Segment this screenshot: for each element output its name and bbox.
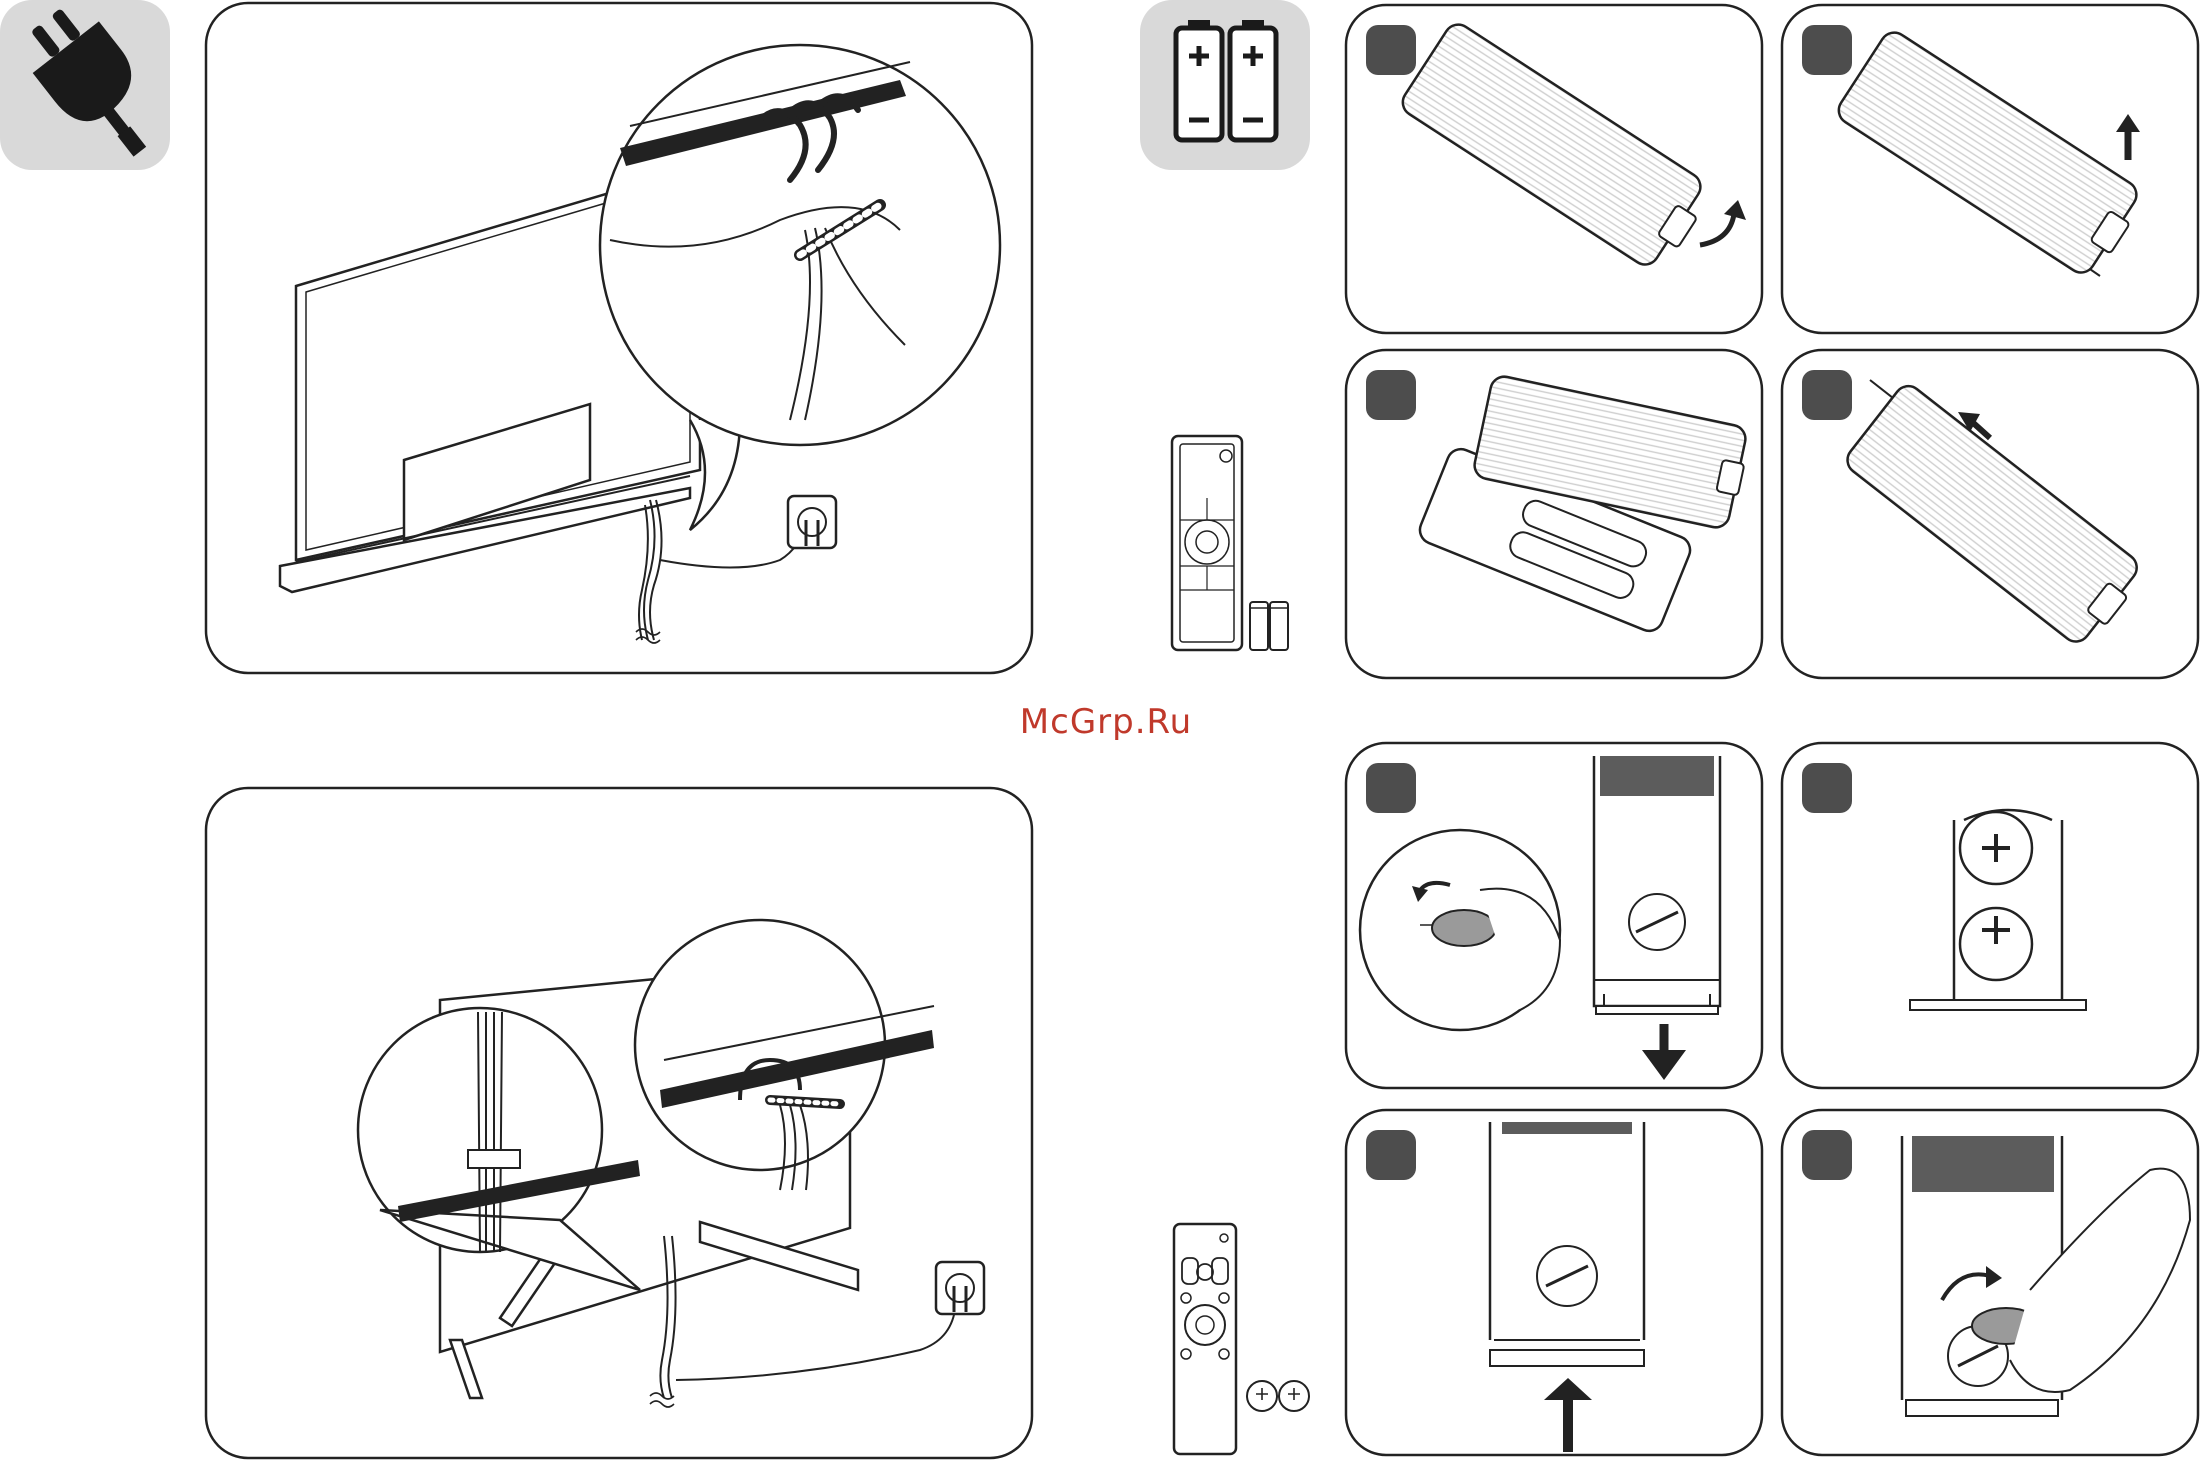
aa-step-2-panel xyxy=(1782,5,2198,333)
coin-step-4-panel xyxy=(1782,1110,2198,1455)
step-badge xyxy=(1366,1130,1416,1180)
step-badge xyxy=(1802,370,1852,420)
step-badge xyxy=(1366,763,1416,813)
battery-icon xyxy=(1140,0,1310,170)
tv-cable-management-bottom-illustration xyxy=(206,788,1032,1458)
watermark-text: McGrp.Ru xyxy=(1006,702,1206,742)
coin-step-1-panel xyxy=(1346,743,1762,1088)
step-badge xyxy=(1802,763,1852,813)
power-plug-icon xyxy=(0,0,178,174)
remote-coin-battery-illustration xyxy=(1174,1224,1309,1454)
aa-step-3-panel xyxy=(1346,350,1762,678)
step-badge xyxy=(1366,25,1416,75)
coin-step-3-panel xyxy=(1346,1110,1762,1455)
aa-step-4-panel xyxy=(1782,350,2198,678)
step-badge xyxy=(1366,370,1416,420)
aa-step-1-panel xyxy=(1346,5,1762,333)
step-badge xyxy=(1802,1130,1852,1180)
remote-aa-battery-illustration xyxy=(1172,436,1288,650)
coin-step-2-panel xyxy=(1782,743,2198,1088)
tv-cable-management-top-illustration xyxy=(206,3,1032,673)
step-badge xyxy=(1802,25,1852,75)
